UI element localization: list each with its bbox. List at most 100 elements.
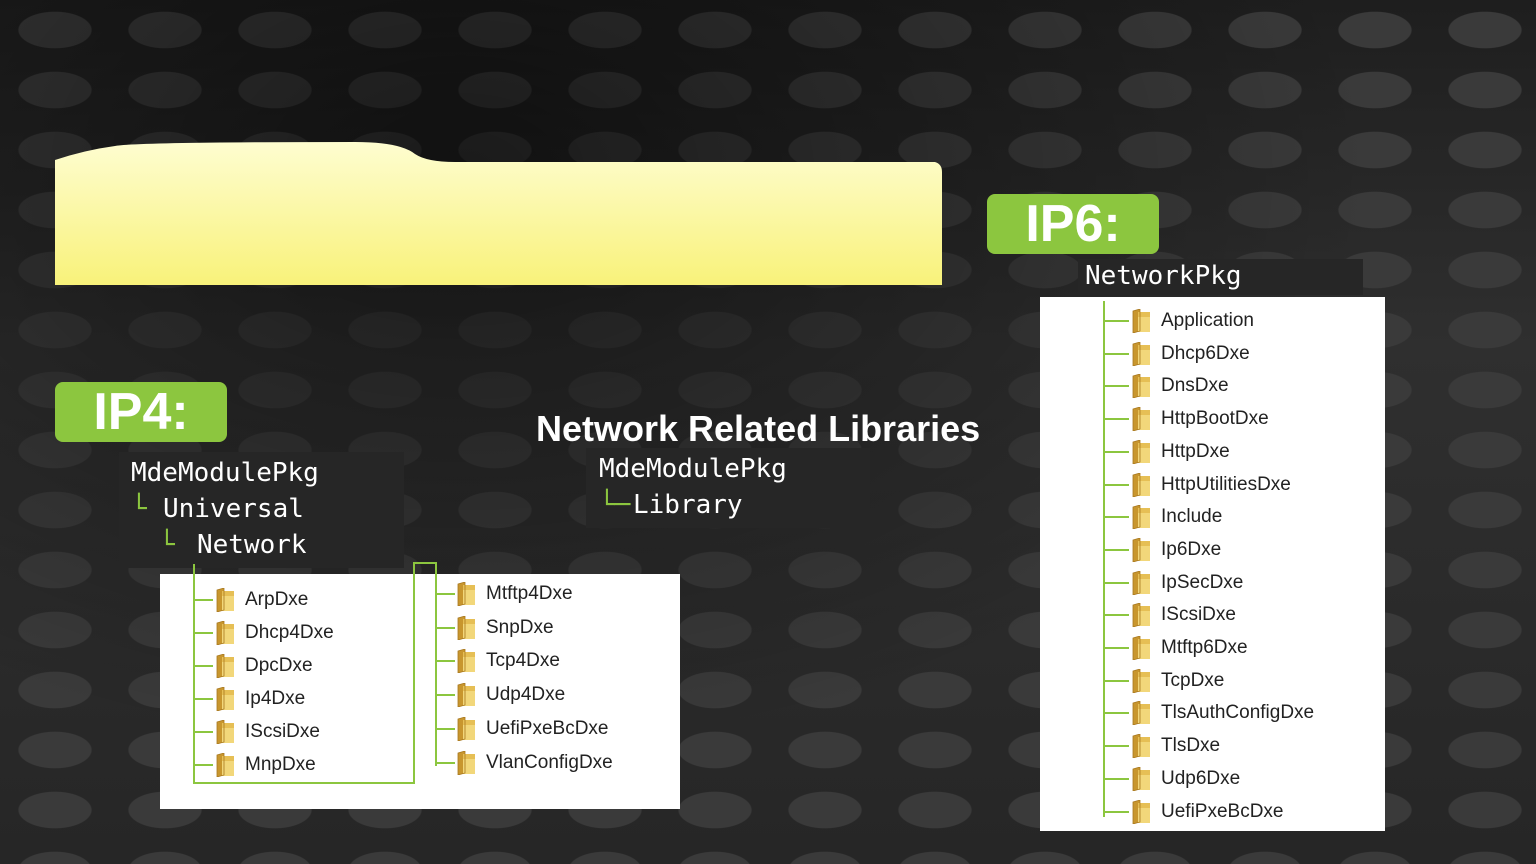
tree-connector [193, 782, 415, 784]
folder-label: Application [1161, 310, 1254, 331]
folder-label: Dhcp4Dxe [245, 622, 334, 643]
ip4-path-root: MdeModulePkg [131, 458, 319, 488]
folder-label: Include [1161, 506, 1223, 528]
folder-item[interactable]: Tcp4Dxe [455, 647, 560, 675]
folder-icon [1130, 309, 1152, 333]
ip4-path-box: MdeModulePkg └ Universal └ Network [119, 452, 404, 568]
folder-item[interactable]: TlsDxe [1130, 732, 1220, 760]
page-title: Network Related Libraries [536, 408, 981, 449]
folder-label: Tcp4Dxe [486, 650, 560, 672]
folder-item[interactable]: UefiPxeBcDxe [1130, 798, 1284, 826]
folder-icon [1130, 636, 1152, 660]
tree-connector [1105, 777, 1129, 780]
folder-icon [455, 615, 477, 640]
folder-icon [1130, 374, 1152, 399]
folder-icon [214, 654, 236, 678]
folder-label: Mtftp6Dxe [1161, 637, 1248, 658]
folder-icon [1130, 766, 1152, 791]
tree-connector [195, 764, 213, 766]
folder-item[interactable]: MnpDxe [214, 751, 316, 779]
folder-item[interactable]: ArpDxe [214, 586, 308, 614]
folder-item[interactable]: HttpUtilitiesDxe [1130, 471, 1291, 499]
folder-icon [455, 649, 477, 674]
library-path-box: MdeModulePkg └─ Library [586, 448, 870, 528]
folder-label: UefiPxeBcDxe [486, 717, 609, 739]
folder-label: Ip4Dxe [245, 688, 306, 709]
folder-item[interactable]: Ip6Dxe [1130, 536, 1221, 564]
folder-icon [1130, 734, 1152, 759]
folder-label: TlsDxe [1161, 735, 1221, 757]
ip4-label: IP4: [55, 382, 227, 442]
folder-icon [1130, 603, 1152, 628]
folder-item[interactable]: HttpDxe [1130, 438, 1230, 466]
tree-connector [1105, 810, 1129, 813]
tree-connector [1105, 614, 1129, 617]
folder-item[interactable]: IScsiDxe [214, 718, 320, 746]
folder-icon [1130, 799, 1152, 824]
folder-label: HttpDxe [1161, 440, 1230, 462]
folder-item[interactable]: Include [1130, 503, 1222, 531]
folder-label: IpSecDxe [1161, 571, 1244, 593]
ip6-label: IP6: [987, 194, 1159, 254]
folder-label: Ip6Dxe [1161, 538, 1222, 560]
library-path-level1: Library [633, 490, 743, 520]
tree-connector [1105, 450, 1129, 453]
folder-icon [1130, 537, 1152, 562]
folder-item[interactable]: SnpDxe [455, 614, 554, 642]
folder-item[interactable]: Mtftp6Dxe [1130, 634, 1248, 662]
folder-label: Dhcp6Dxe [1161, 342, 1250, 364]
folder-icon [455, 716, 477, 741]
folder-icon [1130, 472, 1152, 497]
folder-label: MnpDxe [245, 754, 316, 775]
folder-icon [214, 753, 236, 777]
tree-connector [195, 731, 213, 733]
folder-item[interactable]: TcpDxe [1130, 667, 1224, 695]
folder-icon [455, 750, 477, 775]
tree-connector [1105, 385, 1129, 388]
folder-item[interactable]: Dhcp6Dxe [1130, 340, 1250, 368]
tree-connector [195, 665, 213, 667]
tree-branch-icon: └ [131, 494, 147, 524]
folder-icon [214, 621, 236, 645]
folder-icon [1130, 668, 1152, 693]
folder-label: HttpBootDxe [1161, 408, 1269, 430]
folder-item[interactable]: IScsiDxe [1130, 601, 1236, 629]
folder-label: IScsiDxe [245, 721, 320, 742]
folder-icon [1130, 570, 1152, 595]
folder-icon [455, 683, 477, 708]
tree-connector [437, 727, 455, 730]
folder-icon [214, 588, 236, 612]
folder-label: VlanConfigDxe [486, 751, 613, 773]
folder-item[interactable]: Udp6Dxe [1130, 765, 1240, 793]
tree-connector [1105, 712, 1129, 715]
folder-label: DnsDxe [1161, 375, 1229, 397]
tree-connector [437, 761, 455, 764]
folder-icon [214, 687, 236, 711]
tree-connector [1105, 745, 1129, 748]
folder-label: TcpDxe [1161, 669, 1225, 691]
folder-item[interactable]: VlanConfigDxe [455, 749, 613, 777]
tree-connector [1105, 352, 1129, 355]
tree-connector [437, 660, 455, 663]
tree-connector [437, 593, 455, 595]
folder-item[interactable]: DpcDxe [214, 652, 313, 680]
tree-connector [1105, 516, 1129, 519]
folder-item[interactable]: HttpBootDxe [1130, 405, 1269, 433]
folder-item[interactable]: IpSecDxe [1130, 569, 1243, 597]
ip6-path-root: NetworkPkg [1085, 261, 1242, 291]
folder-item[interactable]: Dhcp4Dxe [214, 619, 334, 647]
folder-item[interactable]: UefiPxeBcDxe [455, 715, 609, 743]
folder-label: DpcDxe [245, 655, 313, 676]
folder-icon [1130, 407, 1152, 432]
tree-connector [195, 698, 213, 700]
tree-connector [1105, 679, 1129, 682]
folder-item[interactable]: Ip4Dxe [214, 685, 305, 713]
tree-connector [195, 599, 213, 601]
folder-item[interactable]: DnsDxe [1130, 372, 1229, 400]
folder-item[interactable]: Mtftp4Dxe [455, 580, 573, 608]
folder-icon [455, 582, 477, 606]
folder-item[interactable]: Udp4Dxe [455, 681, 565, 709]
folder-item[interactable]: TlsAuthConfigDxe [1130, 699, 1314, 727]
folder-icon [214, 720, 236, 744]
folder-item[interactable]: Application [1130, 307, 1254, 335]
